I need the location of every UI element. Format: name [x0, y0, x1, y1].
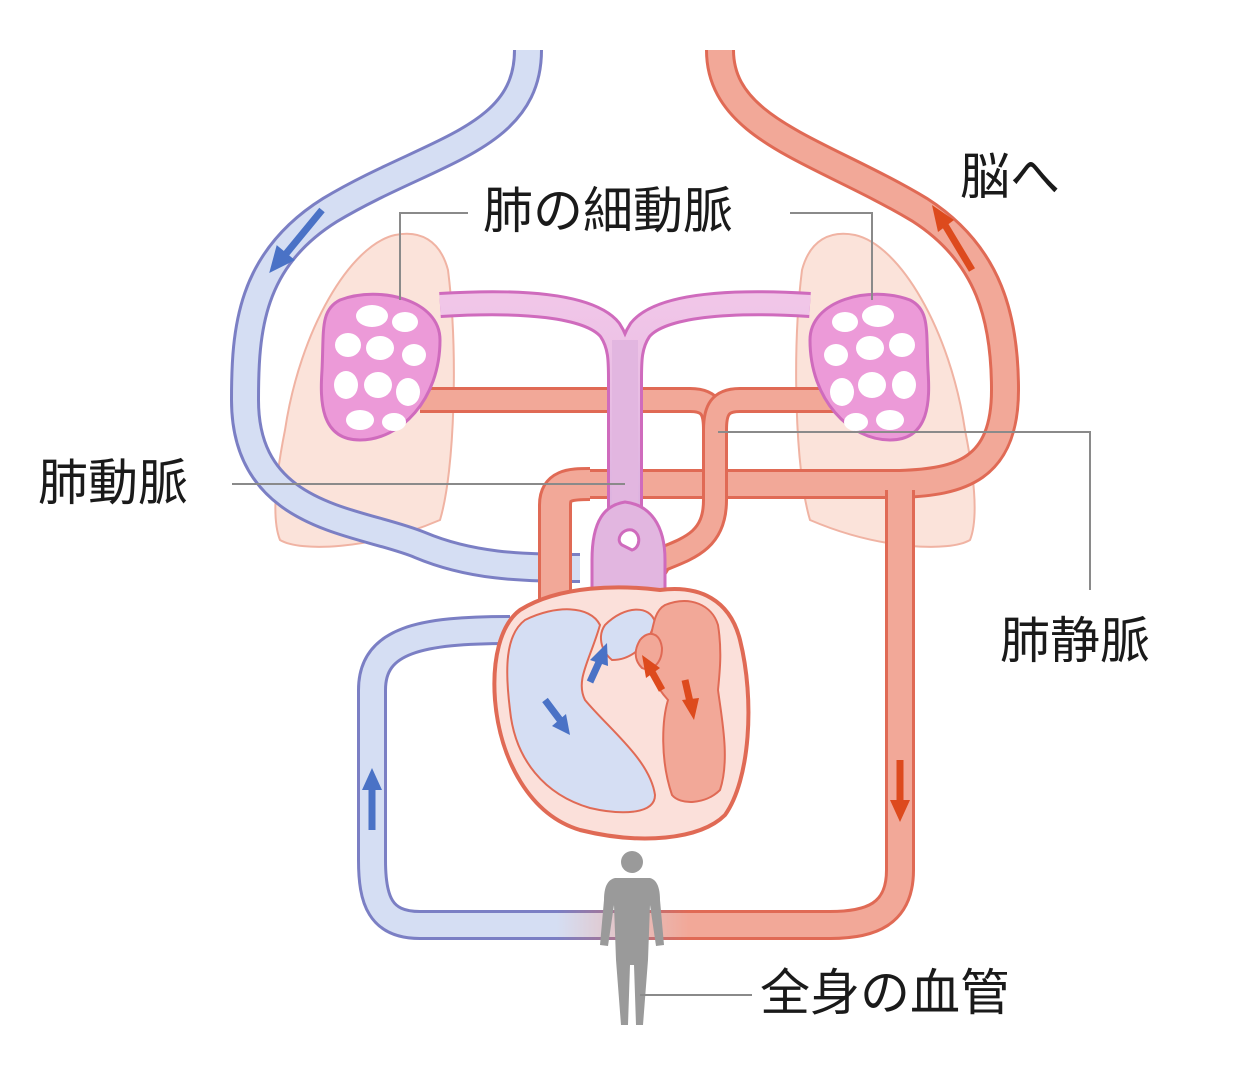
right-capillary-network — [808, 292, 931, 442]
arrow-to-brain — [932, 205, 976, 272]
heart — [492, 585, 751, 841]
label-pulmonary-artery: 肺動脈 — [38, 454, 188, 512]
arrow-heart-red-down — [681, 679, 699, 720]
label-systemic-vessels: 全身の血管 — [760, 964, 1010, 1022]
arrow-vena-cava — [362, 768, 382, 830]
pulmonary-vein — [420, 387, 840, 587]
label-pulmonary-vein: 肺静脈 — [1000, 612, 1150, 670]
arrow-aorta-down — [890, 760, 910, 822]
leader-pulmonary-vein — [718, 431, 1091, 590]
artery-to-brain — [580, 49, 1021, 499]
arrow-vein-top — [269, 207, 325, 273]
human-figure-icon — [600, 851, 664, 1025]
leader-lines — [232, 212, 1091, 996]
leader-capillaries-right — [790, 212, 873, 300]
red-flow-arrows — [642, 205, 976, 822]
arrow-heart-up — [586, 643, 608, 684]
vein-from-brain — [229, 49, 581, 583]
pulmonary-artery — [439, 290, 811, 602]
leader-capillaries-left — [399, 212, 468, 300]
left-capillary-network — [319, 292, 442, 442]
label-to-brain: 脳へ — [960, 148, 1060, 206]
right-atrium-ventricle — [506, 608, 657, 814]
label-pulmonary-capillaries: 肺の細動脈 — [483, 182, 733, 240]
arrow-heart-red-up — [642, 655, 666, 692]
arrow-heart-down — [542, 697, 570, 735]
blue-flow-arrows — [269, 207, 608, 830]
